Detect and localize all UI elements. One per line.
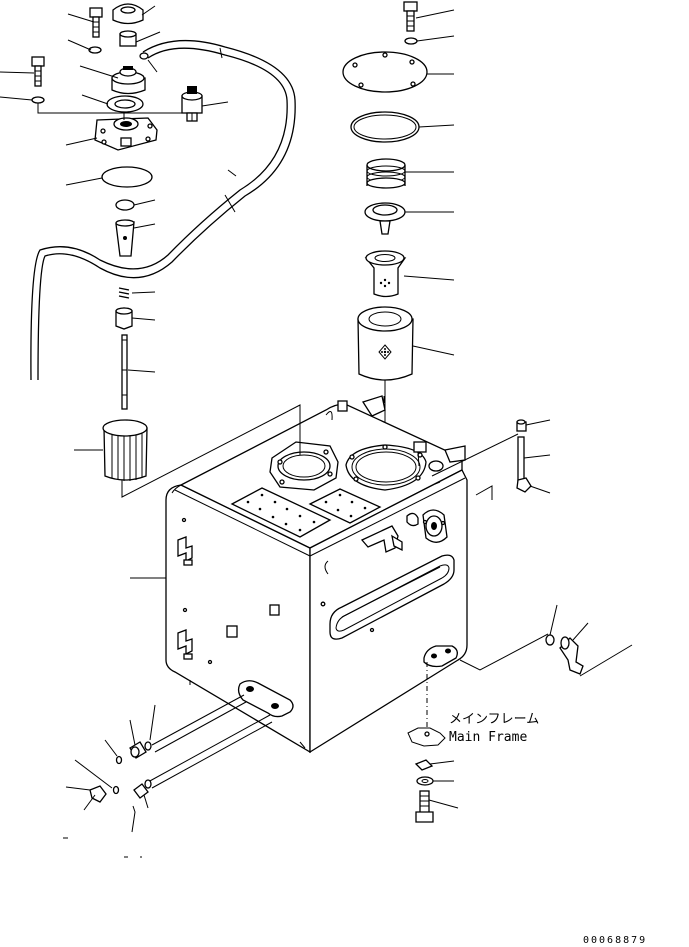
o-ring-large: [101, 166, 153, 188]
hydraulic-tank: [165, 395, 468, 754]
breather-cap: [112, 3, 144, 25]
spring-small: [118, 287, 130, 299]
return-filter-assembly: [342, 1, 428, 448]
leader-lines-right-assembly: [403, 9, 455, 356]
hex-coupling: [115, 307, 133, 330]
main-frame-reference: メインフレーム Main Frame: [407, 712, 539, 747]
lifting-hook: [324, 560, 329, 575]
adapter-fitting-lower: [133, 779, 152, 799]
bottom-mount-bracket: [237, 680, 294, 718]
drawing-number: 00068879: [583, 935, 647, 946]
main-frame-label-en: Main Frame: [449, 730, 527, 745]
drain-oring: [545, 634, 555, 646]
suction-strainer: [102, 419, 148, 481]
adapter-fitting-upper: [129, 741, 152, 759]
breather-valve-body: [111, 66, 146, 95]
filter-strainer-cup: [364, 250, 407, 298]
washer-top-right: [404, 37, 418, 45]
elbow-fitting-small: [139, 52, 149, 60]
mounting-bolt: [415, 790, 434, 823]
filter-spring: [366, 158, 406, 189]
cover-gasket: [350, 111, 420, 143]
threaded-rod: [121, 334, 128, 410]
top-access-plate-left: [230, 487, 332, 538]
front-face-clips: [177, 536, 280, 660]
bolt-top-left-small: [89, 7, 103, 38]
filter-cover-plate: [342, 51, 428, 93]
bypass-valve: [364, 202, 406, 235]
side-port-flange: [406, 509, 448, 543]
drain-pipe-assembly: [63, 694, 273, 858]
main-frame-label-jp: メインフレーム: [449, 712, 539, 727]
breather-hose-inner: [37, 39, 296, 381]
flat-washer: [416, 776, 434, 786]
breather-element: [119, 30, 137, 47]
washer-top-left: [88, 46, 102, 54]
elbow-fitting-upper: [516, 419, 527, 432]
return-filter-element: [357, 306, 414, 381]
spring-washer: [414, 759, 434, 771]
side-hose-fittings: [516, 419, 551, 494]
o-ring-small: [115, 199, 135, 211]
plug-fitting: [89, 785, 107, 803]
small-oring-b: [112, 785, 120, 795]
breather-assembly: [30, 3, 296, 481]
mounting-hardware-lower-right: [414, 759, 459, 823]
small-oring-a: [115, 755, 123, 765]
drain-cock-assembly: [545, 604, 633, 677]
top-access-plate-right: [308, 488, 382, 524]
breather-hose-outer: [30, 47, 288, 381]
strainer-port-flange: [269, 441, 339, 491]
level-gauge-window: [329, 554, 455, 640]
drain-elbow: [559, 636, 584, 675]
elbow-fitting-lower: [516, 477, 532, 493]
assembly-reference-lines: [121, 396, 549, 728]
side-mount-bracket: [360, 525, 403, 553]
bolt-top-right: [403, 1, 418, 32]
filler-flange-plate: [94, 117, 158, 151]
leader-lines-left-assembly: [0, 5, 236, 451]
right-mount-bracket: [423, 645, 458, 668]
connecting-pipe: [517, 436, 525, 482]
bolt-left: [31, 56, 45, 87]
washer-left: [31, 96, 45, 104]
top-right-fittings: [413, 441, 466, 472]
top-vent-fitting: [325, 395, 386, 421]
filler-strainer: [115, 219, 135, 257]
